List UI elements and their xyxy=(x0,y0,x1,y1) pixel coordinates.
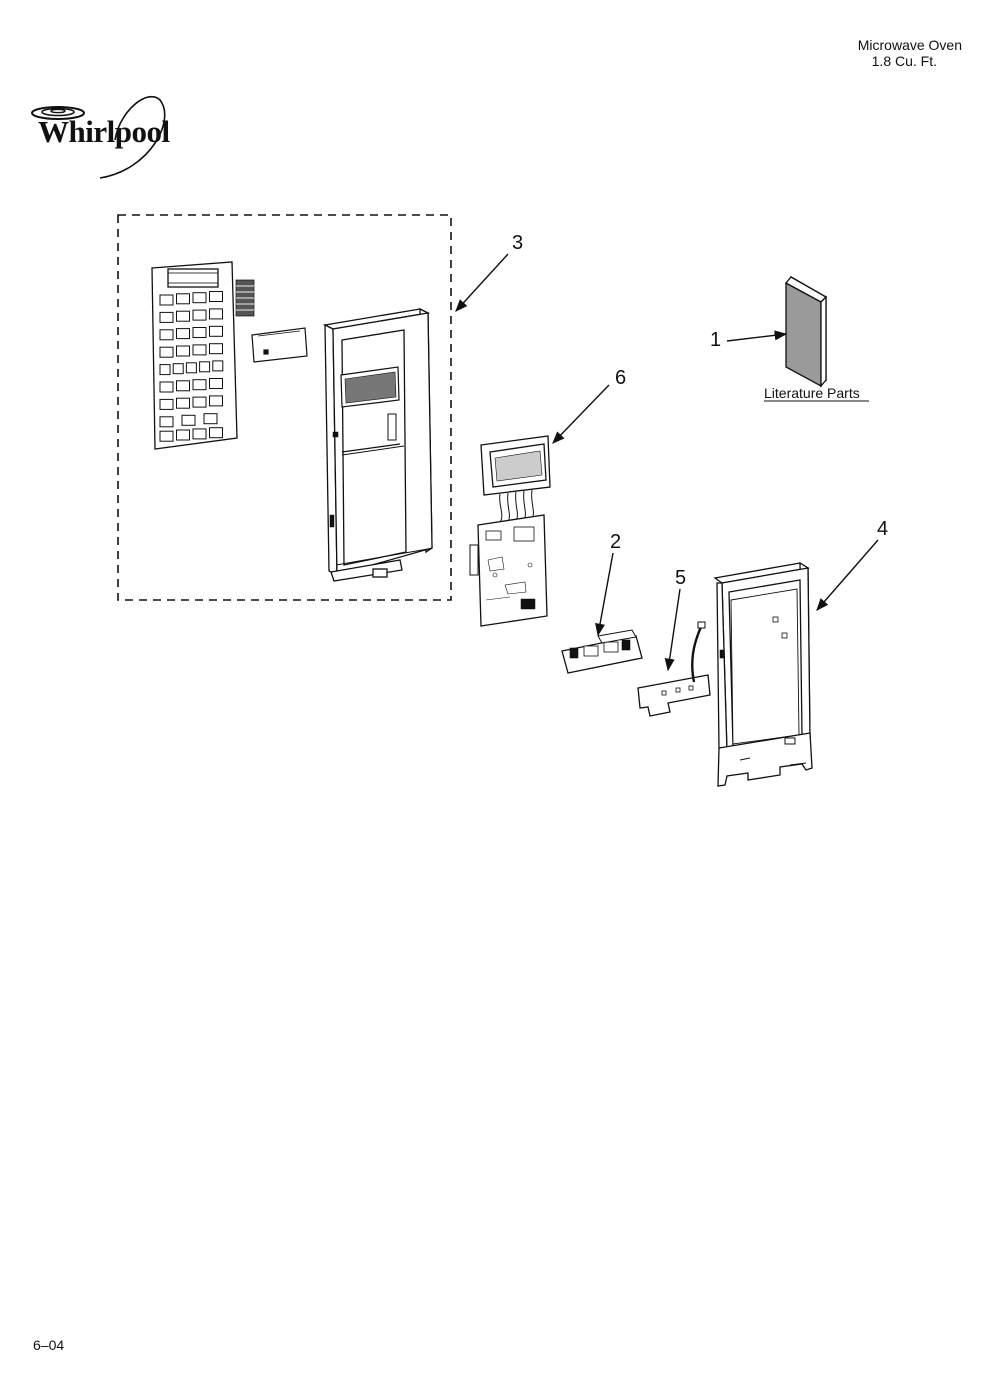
keypad-buttons xyxy=(159,291,224,442)
switch-board-part-2 xyxy=(561,629,643,674)
callout-1: 1 xyxy=(710,329,721,351)
keypad-key xyxy=(192,428,207,440)
keypad-key xyxy=(176,310,190,322)
keypad-key xyxy=(159,364,171,376)
keypad-key xyxy=(159,398,174,410)
keypad-key xyxy=(209,395,223,407)
keypad-key xyxy=(176,328,190,340)
keypad-key xyxy=(209,291,223,302)
product-title: Microwave Oven xyxy=(857,37,962,53)
keypad-key xyxy=(212,360,224,372)
literature-booklet-part-1 xyxy=(784,275,828,388)
keypad-key xyxy=(176,429,190,441)
whirlpool-logo-swirl-icon xyxy=(31,95,166,179)
keypad-key xyxy=(192,379,207,391)
keypad-key xyxy=(172,363,184,375)
keypad-key xyxy=(199,361,211,373)
mounting-bracket-part-4 xyxy=(713,561,813,787)
keypad-sub-board xyxy=(251,327,308,363)
keypad-key xyxy=(209,378,223,389)
bracket-plate-part-5 xyxy=(637,621,711,717)
brand-logo-text: Whirlpool xyxy=(38,114,170,149)
keypad-key xyxy=(192,292,207,304)
keypad-key xyxy=(209,427,223,439)
keypad-key xyxy=(192,396,207,408)
callout-6: 6 xyxy=(615,367,626,389)
callout-2: 2 xyxy=(610,531,621,553)
keypad-key xyxy=(185,362,197,374)
product-capacity: 1.8 Cu. Ft. xyxy=(871,53,937,69)
keypad-key xyxy=(159,416,174,428)
callout-5: 5 xyxy=(675,567,686,589)
revision-code: 6–04 xyxy=(33,1337,65,1353)
control-panel-frame xyxy=(322,307,433,582)
callout-4: 4 xyxy=(877,518,888,540)
display-board-part-6 xyxy=(469,435,551,627)
control-panel-group-box xyxy=(117,214,452,601)
callout-3: 3 xyxy=(512,232,523,254)
keypad-key xyxy=(159,430,174,442)
keypad-key xyxy=(176,293,190,305)
keypad-key xyxy=(159,329,174,341)
keypad-key xyxy=(159,294,174,306)
keypad-key xyxy=(192,309,207,321)
keypad-key xyxy=(176,397,190,409)
keypad-key xyxy=(192,344,207,356)
keypad-key xyxy=(181,414,196,426)
keypad-key xyxy=(159,311,174,323)
callout-leaders xyxy=(455,253,879,672)
keypad-key xyxy=(176,380,190,392)
keypad-key xyxy=(192,327,207,338)
literature-parts-label: Literature Parts xyxy=(764,385,860,401)
keypad-key xyxy=(209,343,223,355)
keypad-key xyxy=(203,413,218,425)
keypad-key xyxy=(209,308,223,320)
keypad-key xyxy=(159,346,174,358)
keypad-key xyxy=(176,345,190,357)
keypad-key xyxy=(209,325,223,337)
keypad-key xyxy=(159,381,174,393)
